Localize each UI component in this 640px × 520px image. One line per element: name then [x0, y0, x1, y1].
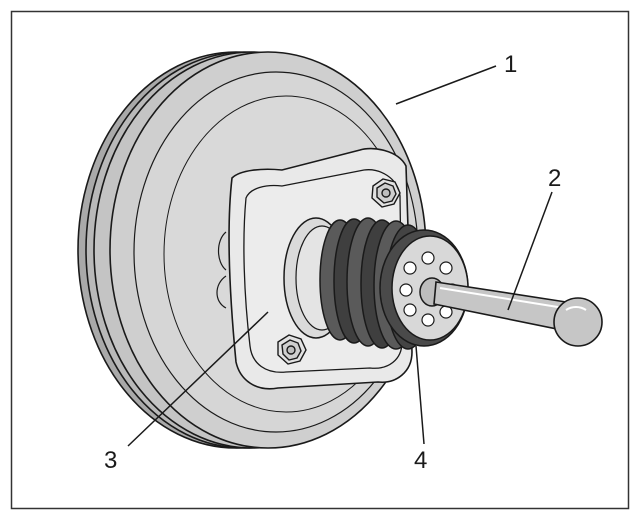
callout-4: 4 — [414, 447, 427, 474]
leader-lines — [127, 65, 553, 447]
push-rod — [433, 281, 603, 347]
callout-1: 1 — [504, 51, 517, 78]
leader-line-2 — [507, 191, 553, 311]
flange-nut-lower — [277, 334, 307, 365]
callout-2: 2 — [548, 165, 561, 192]
leader-line-1 — [395, 65, 497, 105]
leader-line-4 — [415, 345, 425, 445]
leader-line-3 — [127, 311, 269, 447]
flange-nut-upper — [371, 178, 401, 208]
callout-3: 3 — [104, 447, 117, 474]
